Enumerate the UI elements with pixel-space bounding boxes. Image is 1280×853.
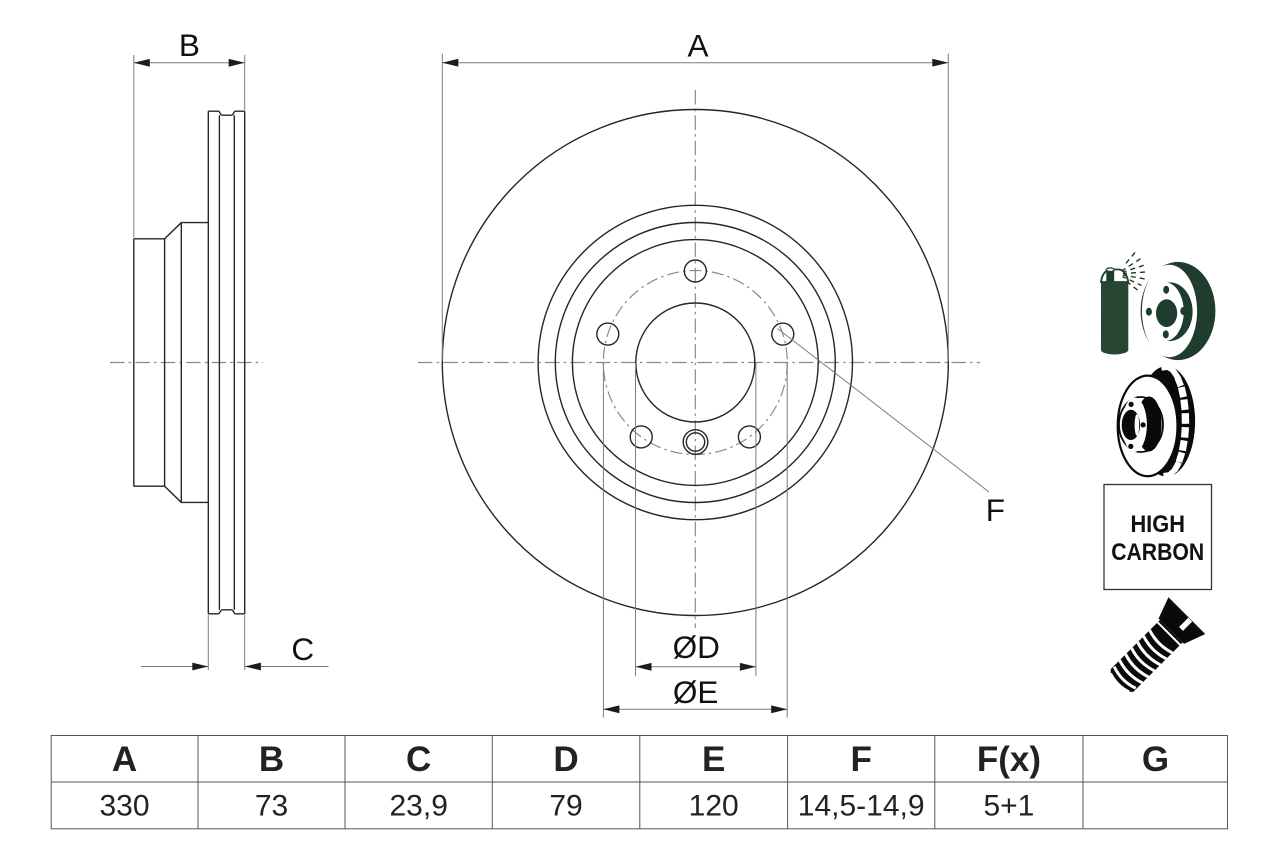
svg-text:14,5-14,9: 14,5-14,9 bbox=[798, 790, 925, 823]
svg-text:ØE: ØE bbox=[673, 674, 719, 710]
svg-text:F(x): F(x) bbox=[977, 740, 1041, 779]
svg-text:ØD: ØD bbox=[673, 629, 720, 665]
svg-text:F: F bbox=[851, 740, 872, 779]
svg-text:B: B bbox=[259, 740, 284, 779]
svg-text:F: F bbox=[986, 492, 1005, 528]
svg-text:G: G bbox=[1142, 740, 1169, 779]
svg-text:330: 330 bbox=[99, 790, 149, 823]
svg-text:B: B bbox=[179, 27, 200, 63]
svg-text:A: A bbox=[687, 28, 708, 64]
svg-text:D: D bbox=[553, 740, 578, 779]
svg-text:23,9: 23,9 bbox=[390, 790, 448, 823]
svg-text:HIGH: HIGH bbox=[1130, 511, 1185, 538]
svg-text:A: A bbox=[112, 740, 137, 779]
svg-text:C: C bbox=[406, 740, 431, 779]
svg-text:73: 73 bbox=[255, 790, 288, 823]
svg-text:E: E bbox=[702, 740, 725, 779]
svg-text:5+1: 5+1 bbox=[983, 790, 1034, 823]
svg-text:CARBON: CARBON bbox=[1111, 539, 1204, 566]
svg-text:120: 120 bbox=[689, 790, 739, 823]
svg-text:79: 79 bbox=[549, 790, 582, 823]
svg-text:C: C bbox=[291, 631, 314, 667]
